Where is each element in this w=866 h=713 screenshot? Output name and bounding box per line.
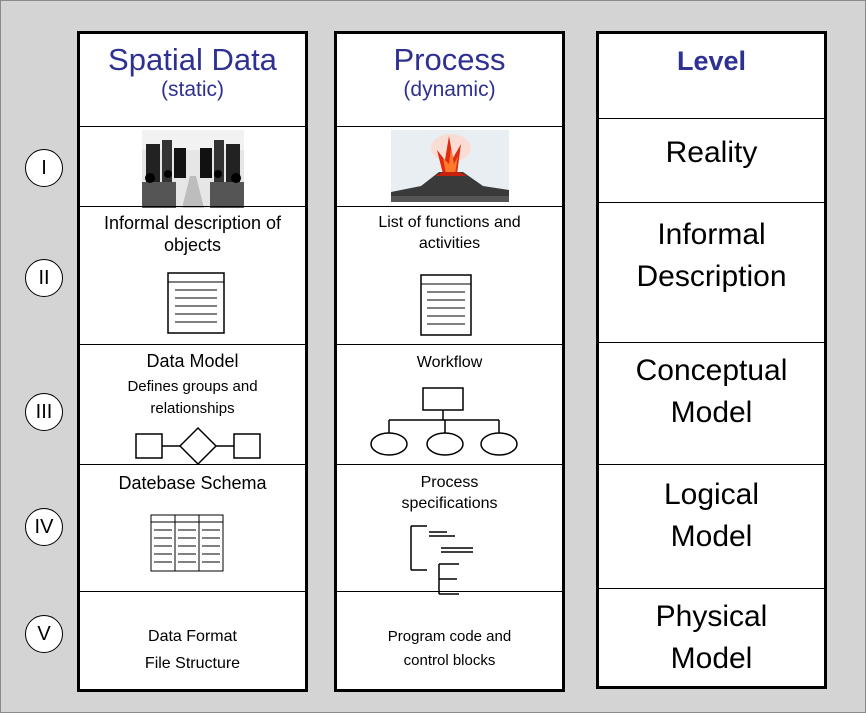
entity-relationship-icon xyxy=(135,426,261,464)
level-marker-4: IV xyxy=(25,508,63,546)
schema-title: Datebase Schema xyxy=(118,473,267,493)
workflow-tree-icon xyxy=(370,387,518,456)
process-title: Process xyxy=(393,42,506,77)
city-street-photo-icon xyxy=(141,130,244,208)
document-icon xyxy=(420,274,472,336)
level-conceptual-model: Conceptual Model xyxy=(635,354,788,429)
spec-outline-icon xyxy=(410,525,473,595)
level-reality: Reality xyxy=(665,136,758,169)
spatial-format-cell: Data Format File Structure xyxy=(80,626,305,674)
spatial-reality-cell xyxy=(80,130,305,208)
workflow-title: Workflow xyxy=(416,354,483,371)
level-physical-model: Physical Model xyxy=(655,600,768,675)
process-informal-text: List of functions and activities xyxy=(378,214,521,252)
spatial-subtitle: (static) xyxy=(161,78,224,101)
table-schema-icon xyxy=(150,514,224,572)
file-structure-text: File Structure xyxy=(144,655,241,672)
volcano-eruption-photo-icon xyxy=(390,130,509,202)
spatial-data-column: Spatial Data (static) xyxy=(77,31,308,692)
process-header: Process (dynamic) xyxy=(337,42,562,102)
spatial-informal-text: Informal description of objects xyxy=(103,213,282,255)
level-marker-1: I xyxy=(25,149,63,187)
data-model-description: Defines groups and relationships xyxy=(127,378,258,417)
level-title: Level xyxy=(676,46,747,76)
process-code-cell: Program code and control blocks xyxy=(337,626,562,672)
level-column: Level Reality Informal Description Conce… xyxy=(596,31,827,689)
process-reality-cell xyxy=(337,130,562,202)
program-code-text: Program code and xyxy=(387,628,512,645)
level-marker-2: II xyxy=(25,259,63,297)
level-informal-description: Informal Description xyxy=(636,218,787,293)
data-model-title: Data Model xyxy=(146,351,239,371)
level-logical-model: Logical Model xyxy=(663,478,760,553)
process-subtitle: (dynamic) xyxy=(403,78,496,101)
spatial-header: Spatial Data (static) xyxy=(80,42,305,102)
control-blocks-text: control blocks xyxy=(403,652,496,669)
process-column: Process (dynamic) List of functions and … xyxy=(334,31,565,692)
spatial-data-model-cell: Data Model Defines groups and relationsh… xyxy=(80,350,305,420)
process-spec-text: Process specifications xyxy=(401,474,498,512)
data-format-text: Data Format xyxy=(148,628,237,645)
spatial-title: Spatial Data xyxy=(108,42,277,77)
level-marker-3: III xyxy=(25,393,63,431)
document-icon xyxy=(167,272,225,334)
level-marker-5: V xyxy=(25,615,63,653)
